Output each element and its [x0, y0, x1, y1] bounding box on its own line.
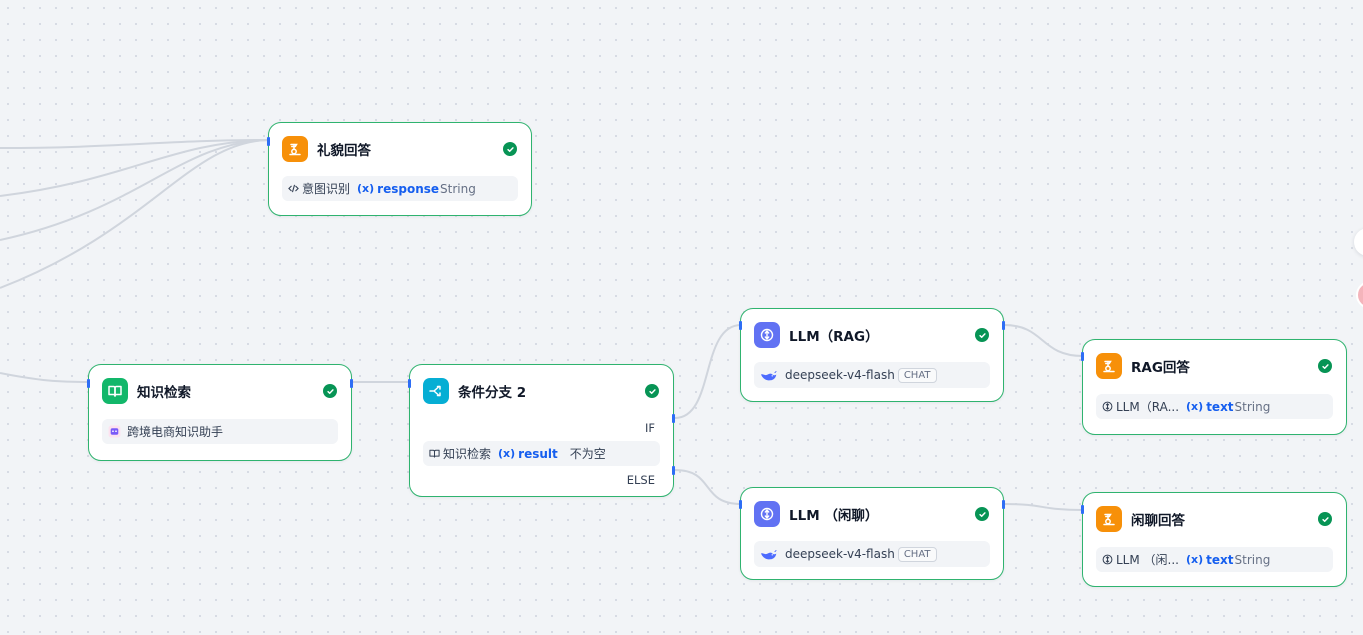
- variable-type: String: [440, 181, 476, 196]
- output-handle[interactable]: [1002, 500, 1005, 509]
- node-polite-answer[interactable]: 礼貌回答 意图识别 (x) response String: [267, 122, 532, 216]
- variable-source: LLM（RA...: [1116, 400, 1180, 414]
- edge-llm-rag-answer: [1003, 324, 1084, 357]
- condition-source: 知识检索: [443, 447, 492, 461]
- variable-name: text: [1206, 552, 1234, 567]
- check-circle-icon: [503, 142, 517, 156]
- variable-icon: (x): [1186, 400, 1204, 413]
- input-handle[interactable]: [739, 321, 742, 330]
- else-label: ELSE: [626, 473, 655, 487]
- edge-if-llm-rag: [674, 324, 742, 419]
- if-label: IF: [644, 421, 655, 435]
- answer-icon: [1096, 506, 1122, 532]
- node-title: 闲聊回答: [1131, 513, 1185, 529]
- answer-icon: [1096, 353, 1122, 379]
- input-handle[interactable]: [1081, 505, 1084, 514]
- dataset-row: 跨境电商知识助手: [102, 419, 338, 444]
- model-name: deepseek-v4-flash: [785, 368, 895, 382]
- node-title: LLM（RAG）: [789, 329, 879, 345]
- llm-icon: [754, 322, 780, 348]
- book-icon: [429, 448, 440, 459]
- variable-icon: (x): [1185, 553, 1204, 566]
- edge-incoming-1: [0, 139, 269, 149]
- variable-row: LLM （闲... (x) text String: [1096, 547, 1333, 572]
- whale-icon: [760, 369, 777, 382]
- output-handle[interactable]: [350, 379, 353, 388]
- variable-row: 意图识别 (x) response String: [282, 176, 518, 201]
- node-header: 条件分支 2: [423, 377, 660, 405]
- node-if-else[interactable]: 条件分支 2 IF 知识检索 (x) result 不为空 ELSE: [408, 364, 675, 497]
- node-header: 知识检索: [102, 377, 338, 405]
- variable-icon: (x): [357, 182, 375, 195]
- node-title: RAG回答: [1131, 360, 1190, 376]
- input-handle[interactable]: [1081, 352, 1084, 361]
- model-row[interactable]: deepseek-v4-flash CHAT: [754, 362, 990, 388]
- dataset-avatar-icon: [108, 425, 121, 438]
- model-mode-tag: CHAT: [897, 546, 937, 562]
- floating-control-button[interactable]: [1354, 228, 1363, 256]
- if-output-handle[interactable]: [672, 414, 675, 423]
- variable-type: String: [1234, 399, 1271, 414]
- code-icon: [288, 183, 299, 194]
- input-handle[interactable]: [408, 379, 411, 388]
- variable-name: response: [377, 181, 440, 196]
- model-name: deepseek-v4-flash: [785, 547, 895, 561]
- edge-incoming-kb: [0, 372, 90, 383]
- check-circle-icon: [975, 507, 989, 521]
- node-header: LLM（RAG）: [754, 321, 990, 349]
- variable-source: LLM （闲...: [1116, 553, 1179, 567]
- variable-icon: (x): [498, 447, 516, 460]
- check-circle-icon: [975, 328, 989, 342]
- node-title: LLM （闲聊）: [789, 508, 879, 524]
- edge-incoming-2: [0, 139, 269, 197]
- condition-row: 知识检索 (x) result 不为空: [423, 441, 660, 466]
- node-title: 条件分支 2: [458, 385, 527, 401]
- check-circle-icon: [1318, 359, 1332, 373]
- model-row[interactable]: deepseek-v4-flash CHAT: [754, 541, 990, 567]
- node-title: 礼貌回答: [317, 143, 371, 159]
- variable-source: 意图识别: [302, 182, 351, 196]
- check-circle-icon: [323, 384, 337, 398]
- edge-else-llm-chat: [674, 469, 742, 505]
- output-handle[interactable]: [1002, 321, 1005, 330]
- node-rag-answer[interactable]: RAG回答 LLM（RA... (x) text String: [1081, 339, 1347, 435]
- else-output-handle[interactable]: [672, 466, 675, 475]
- node-chat-answer[interactable]: 闲聊回答 LLM （闲... (x) text String: [1081, 492, 1347, 587]
- variable-type: String: [1234, 552, 1271, 567]
- check-circle-icon: [1318, 512, 1332, 526]
- edge-incoming-3: [0, 139, 269, 241]
- check-circle-icon: [645, 384, 659, 398]
- node-header: LLM （闲聊）: [754, 500, 990, 528]
- node-llm-rag[interactable]: LLM（RAG） deepseek-v4-flash CHAT: [739, 308, 1005, 402]
- model-mode-tag: CHAT: [897, 367, 937, 383]
- node-header: 闲聊回答: [1096, 505, 1333, 533]
- llm-icon: [1102, 401, 1113, 412]
- input-handle[interactable]: [267, 137, 270, 146]
- llm-icon: [1102, 554, 1113, 565]
- node-llm-chat[interactable]: LLM （闲聊） deepseek-v4-flash CHAT: [739, 487, 1005, 580]
- condition-operator: 不为空: [569, 447, 606, 461]
- input-handle[interactable]: [87, 379, 90, 388]
- node-knowledge-retrieval[interactable]: 知识检索 跨境电商知识助手: [87, 364, 353, 461]
- whale-icon: [760, 548, 777, 561]
- input-handle[interactable]: [739, 500, 742, 509]
- node-header: 礼貌回答: [282, 135, 518, 163]
- variable-name: text: [1206, 399, 1234, 414]
- node-header: RAG回答: [1096, 352, 1333, 380]
- branch-icon: [423, 378, 449, 404]
- edge-llm-chat-answer: [1003, 503, 1084, 511]
- llm-icon: [754, 501, 780, 527]
- condition-variable: result: [518, 446, 558, 461]
- edge-incoming-4: [0, 139, 269, 289]
- variable-row: LLM（RA... (x) text String: [1096, 394, 1333, 419]
- book-icon: [102, 378, 128, 404]
- node-title: 知识检索: [137, 385, 191, 401]
- answer-icon: [282, 136, 308, 162]
- dataset-name: 跨境电商知识助手: [127, 425, 224, 439]
